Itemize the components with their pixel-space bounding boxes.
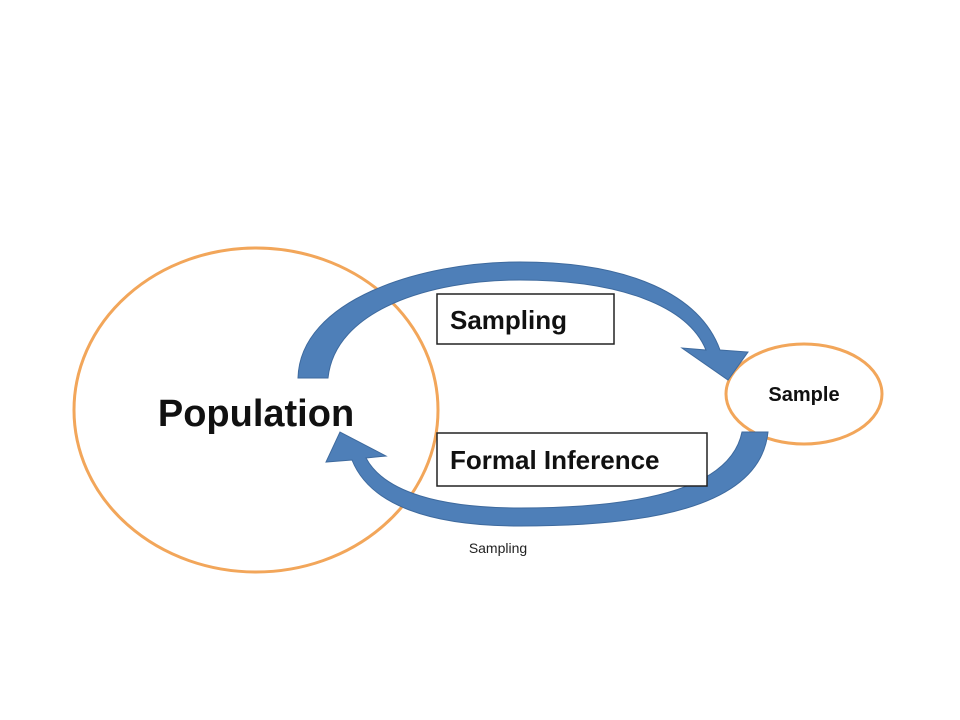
formal-inference-label: Formal Inference	[450, 445, 660, 475]
formal-inference-label-box	[436, 432, 708, 487]
population-label: Population	[158, 393, 354, 435]
sampling-caption: Sampling	[469, 540, 527, 556]
sampling-arrow-top	[297, 261, 749, 381]
inference-arrow-bottom	[325, 431, 769, 527]
sample-circle	[724, 342, 884, 446]
sampling-label-box	[436, 293, 615, 345]
sampling-label: Sampling	[450, 305, 567, 335]
sample-label: Sample	[768, 384, 839, 406]
